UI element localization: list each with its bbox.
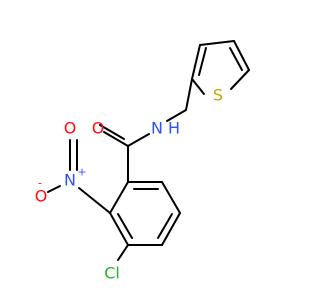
bond-inner: [198, 47, 207, 76]
bond: [117, 244, 129, 261]
chlorine-label: Cl: [104, 264, 120, 283]
bond-inner: [229, 47, 243, 71]
chemical-structure-diagram: O N H S N + O O - Cl: [35, 40, 250, 283]
bond: [191, 44, 201, 80]
bond: [161, 212, 181, 246]
bond: [47, 185, 61, 193]
nitro-oxygen-charge: -: [38, 177, 42, 190]
amide-hydrogen-label: H: [168, 119, 180, 138]
bond: [127, 133, 150, 147]
bond: [109, 181, 129, 214]
bond: [161, 181, 181, 214]
carbonyl-oxygen-label: O: [92, 119, 105, 138]
bond: [103, 131, 129, 147]
nitro-nitrogen-charge: +: [77, 166, 86, 179]
bond: [78, 187, 111, 214]
bond: [199, 40, 235, 46]
atom-label-group: O N H S N + O O - Cl: [35, 86, 223, 283]
nitro-anion-oxygen-label: O: [35, 187, 48, 206]
bond-group: [47, 40, 250, 261]
bond-inner: [117, 213, 133, 239]
bond: [185, 78, 193, 111]
thiophene-sulfur-label: S: [213, 86, 223, 105]
bond: [191, 78, 205, 95]
bond: [233, 40, 250, 71]
bond: [99, 124, 125, 140]
nitro-oxygen-label: O: [64, 119, 77, 138]
bond-inner: [157, 213, 173, 239]
bond: [230, 69, 250, 90]
bond: [166, 109, 187, 122]
bond: [109, 212, 129, 246]
amide-nitrogen-label: N: [151, 119, 163, 138]
nitro-nitrogen-label: N: [64, 171, 76, 190]
